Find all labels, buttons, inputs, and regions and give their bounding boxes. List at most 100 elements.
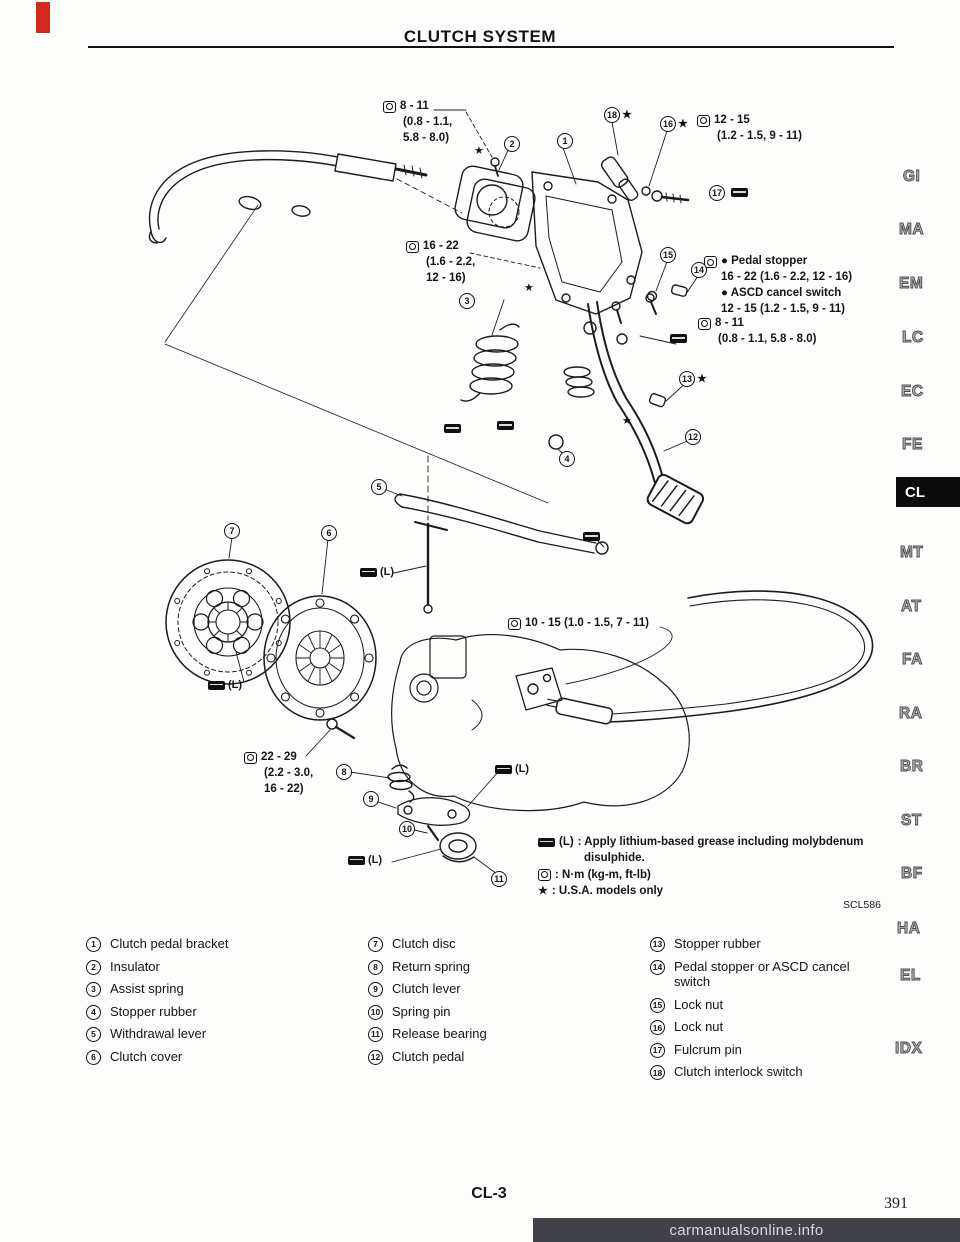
part-number-badge: 17 [650,1042,665,1058]
watermark-bar: carmanualsonline.info [533,1218,960,1242]
part-name: Return spring [392,958,471,974]
torque-value: 12 - 15 [714,114,750,126]
clutch-cover [263,595,377,721]
torque-icon [508,617,521,630]
torque-detail: (1.6 - 2.2, [426,255,476,268]
section-tab-ra: RA [899,705,923,723]
callout-number: 12 [685,429,701,445]
scan-red-mark [36,2,50,33]
page-title: CLUTCH SYSTEM [403,27,557,46]
legend-star-text: : U.S.A. models only [551,884,664,897]
usa-star-marker: ★ [622,415,632,427]
grease-l-label: (L) [515,763,530,775]
legend-grease-text-2: disulphide. [584,852,645,865]
pedal-stopper-spec-block: ● Pedal stopper 16 - 22 (1.6 - 2.2, 12 -… [704,254,852,317]
callout-number: 4 [559,451,575,467]
callout-14: 14 [691,262,707,278]
torque-spec-cover-bolt: 22 - 29 (2.2 - 3.0, 16 - 22) [244,750,313,798]
part-name: Lock nut [674,996,724,1012]
part-name: Clutch disc [392,936,456,951]
part-number-badge: 10 [368,1004,383,1020]
section-tab-bf: BF [901,865,923,883]
torque-value: 8 - 11 [400,100,429,112]
torque-icon [697,114,710,127]
torque-icon [406,240,419,253]
grease-l-label: (L) [380,566,395,578]
part-name: Stopper rubber [674,936,761,951]
section-tab-cl-active: CL [896,477,960,507]
interlock-switch-and-pins [600,156,690,204]
part-number-badge: 8 [368,959,383,975]
insulator-and-bracket [454,157,643,315]
page-code: CL-3 [471,1185,507,1202]
callout-number: 15 [660,247,676,263]
parts-list-item: 15 Lock nut [650,997,888,1013]
grease-icon [670,334,687,343]
grease-icon [583,532,600,541]
grease-marker [444,424,461,433]
torque-detail: 16 - 22) [264,782,304,795]
callout-17: 17 [709,185,725,201]
part-number-badge: 16 [650,1020,665,1036]
torque-detail: (0.8 - 1.1, 5.8 - 8.0) [718,332,817,345]
torque-detail: (1.2 - 1.5, 9 - 11) [717,129,803,142]
part-name: Lock nut [674,1019,724,1035]
usa-star-marker: ★ [474,145,484,157]
part-name: Withdrawal lever [110,1026,207,1041]
grease-icon [497,421,514,430]
torque-detail: 12 - 16) [426,271,466,284]
callout-number: 18 [604,107,620,123]
usa-star-marker: ★ [538,884,548,897]
torque-icon [244,751,257,764]
callout-11: 11 [491,871,507,887]
part-name: Release bearing [392,1026,487,1041]
part-name: Clutch interlock switch [674,1064,803,1080]
callout-number: 3 [459,293,475,309]
parts-list-item: 11 Release bearing [368,1026,623,1042]
section-tab-el: EL [900,967,921,985]
parts-list-item: 10 Spring pin [368,1004,623,1020]
part-number-badge: 6 [86,1049,101,1065]
callout-6: 6 [321,525,337,541]
callout-1: 1 [557,133,573,149]
clutch-pedal [548,284,705,525]
grease-icon [360,567,377,577]
part-number-badge: 15 [650,997,665,1013]
torque-detail: (2.2 - 3.0, [264,766,314,779]
part-name: Clutch lever [392,981,461,996]
callout-12: 12 [685,429,701,445]
callout-8: 8 [336,764,352,780]
diagram-legend: (L) : Apply lithium-based grease includi… [538,834,864,899]
part-number-badge: 1 [86,937,101,952]
clutch-disc [165,559,291,685]
release-parts [326,718,477,863]
torque-icon [704,256,717,268]
grease-icon [495,764,512,774]
callout-2: 2 [504,136,520,152]
callout-number: 5 [371,479,387,495]
grease-icon [208,680,225,690]
callout-number: 1 [557,133,573,149]
grease-icon [538,837,555,847]
grease-marker-lithium: (L) [495,763,529,775]
part-number-badge: 11 [368,1027,383,1042]
torque-spec-cable-bracket: 10 - 15 (1.0 - 1.5, 7 - 11) [508,616,649,632]
callout-7: 7 [224,523,240,539]
part-name: Spring pin [392,1003,451,1019]
page-number: 391 [884,1195,908,1212]
usa-star-marker: ★ [622,108,632,121]
callout-number: 11 [491,871,507,887]
part-number-badge: 5 [86,1027,101,1042]
grease-l-label: (L) [559,836,574,848]
callout-number: 9 [363,791,379,807]
